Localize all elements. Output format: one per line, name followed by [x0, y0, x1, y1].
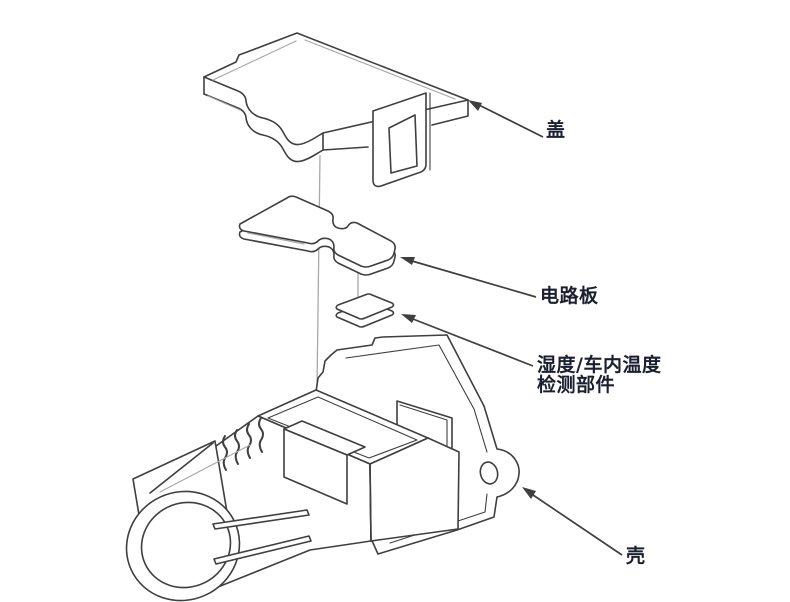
case-illustration — [125, 334, 520, 602]
label-sensor-element-line2: 检测部件 — [537, 374, 616, 396]
connector-pins — [222, 417, 264, 471]
label-sensor-element: 湿度/车内温度 检测部件 — [537, 355, 661, 395]
label-sensor-element-line1: 湿度/车内温度 — [537, 354, 662, 376]
leader-arrow-circuit-board — [400, 257, 537, 298]
leader-arrow-cover — [468, 100, 544, 138]
leader-arrow-sensor-element — [401, 314, 534, 367]
label-case: 壳 — [626, 545, 646, 567]
leader-arrow-case — [522, 487, 623, 556]
circuit-board-illustration — [238, 195, 396, 276]
aspirator-tube — [125, 442, 241, 602]
mounting-hole — [479, 461, 499, 485]
cover-illustration — [203, 32, 469, 188]
label-cover: 盖 — [546, 119, 566, 141]
label-circuit-board: 电路板 — [540, 285, 599, 307]
sensor-element-illustration — [335, 293, 395, 328]
